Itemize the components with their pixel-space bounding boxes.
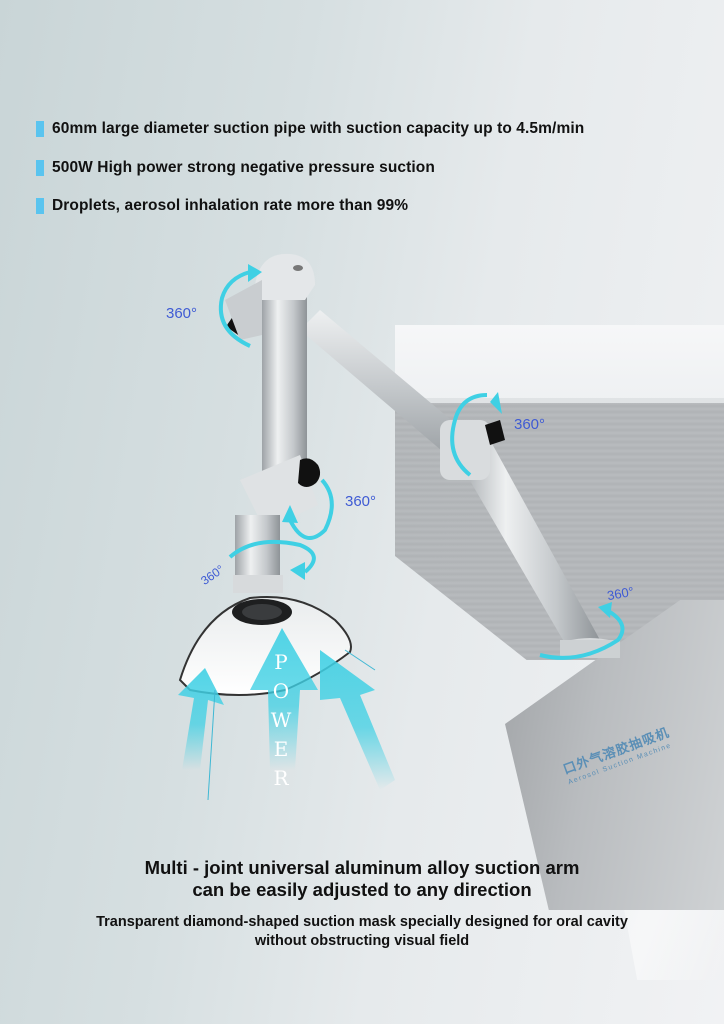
- blue-square-bullet-icon: [36, 120, 44, 137]
- subline-line-1: Transparent diamond-shaped suction mask …: [96, 914, 628, 930]
- headline-line-1: Multi - joint universal aluminum alloy s…: [144, 857, 580, 878]
- suction-mask: [178, 595, 352, 696]
- lower-right-arm: [455, 440, 600, 652]
- rotation-label-upper-right: 360°: [514, 416, 546, 433]
- power-letter: W: [270, 708, 292, 732]
- rotation-label-middle: 360°: [345, 493, 377, 510]
- top-elbow: [255, 253, 315, 300]
- feature-text: 500W High power strong negative pressure…: [52, 158, 435, 176]
- feature-item: Droplets, aerosol inhalation rate more t…: [36, 195, 584, 216]
- rotation-arrows: [218, 264, 625, 660]
- subline-line-2: without obstructing visual field: [254, 933, 470, 949]
- guide-line: [207, 689, 216, 801]
- rotation-label-top: 360°: [166, 305, 198, 322]
- vertical-pipe: [262, 275, 307, 475]
- feature-item: 60mm large diameter suction pipe with su…: [36, 118, 584, 139]
- rotation-arrow-mask: [228, 539, 316, 574]
- upper-diagonal-arm: [300, 310, 475, 462]
- right-arrow: [320, 650, 395, 790]
- headline-caption: Multi - joint universal aluminum alloy s…: [0, 857, 724, 901]
- power-letter: P: [274, 650, 288, 674]
- blue-square-bullet-icon: [36, 159, 44, 176]
- feature-list: 60mm large diameter suction pipe with su…: [36, 118, 584, 234]
- middle-joint: [240, 455, 321, 530]
- subline-caption: Transparent diamond-shaped suction mask …: [0, 913, 724, 951]
- power-letter: O: [272, 679, 290, 703]
- knob: [485, 420, 505, 445]
- rotation-arrow-base: [539, 610, 625, 660]
- feature-item: 500W High power strong negative pressure…: [36, 157, 584, 178]
- wall-edge: [395, 398, 724, 403]
- airflow-arrows: [178, 628, 395, 801]
- feature-text: Droplets, aerosol inhalation rate more t…: [52, 196, 409, 214]
- blue-square-bullet-icon: [36, 197, 44, 214]
- headline-line-2: can be easily adjusted to any direction: [192, 879, 532, 900]
- rotation-arrow-top: [218, 270, 251, 348]
- middle-knob: [298, 458, 321, 487]
- feature-text: 60mm large diameter suction pipe with su…: [52, 119, 585, 137]
- wall-light: [395, 325, 724, 405]
- rotation-arrow-right: [450, 393, 488, 477]
- power-letter: E: [273, 737, 289, 761]
- rotation-arrow-middle: [288, 478, 334, 540]
- power-label: P O W E R: [265, 648, 297, 793]
- power-letter: R: [273, 766, 289, 790]
- power-arrow: [250, 628, 318, 770]
- left-arrow: [178, 668, 224, 770]
